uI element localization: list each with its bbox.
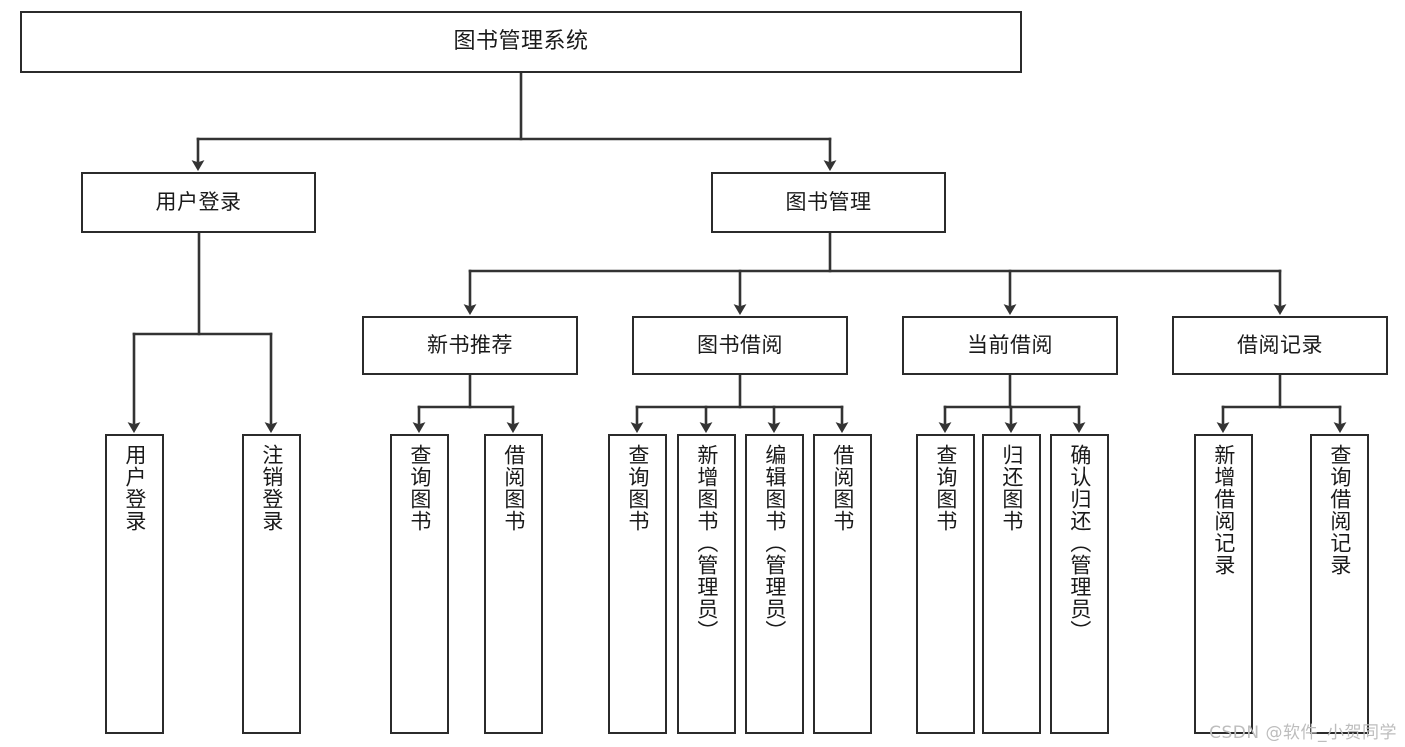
node-leaf-add-record-label: 新增借阅记录	[1211, 444, 1236, 576]
node-leaf-query-record[interactable]: 查询借阅记录	[1310, 434, 1369, 734]
node-leaf-logout-login-label: 注销登录	[259, 444, 284, 532]
node-root-label: 图书管理系统	[453, 29, 589, 55]
node-book-borrow-label: 图书借阅	[697, 333, 783, 358]
node-leaf-query-book-1[interactable]: 查询图书	[390, 434, 449, 734]
node-leaf-return-book-label: 归还图书	[999, 444, 1024, 532]
node-leaf-borrow-book-2[interactable]: 借阅图书	[813, 434, 872, 734]
node-leaf-add-book[interactable]: 新增图书（管理员）	[677, 434, 736, 734]
node-current-borrow-label: 当前借阅	[967, 333, 1053, 358]
node-leaf-add-book-label: 新增图书（管理员）	[694, 444, 719, 642]
node-new-book-rec-label: 新书推荐	[427, 333, 513, 358]
node-book-manage-label: 图书管理	[785, 190, 872, 215]
node-leaf-borrow-book-1-label: 借阅图书	[501, 444, 526, 532]
node-current-borrow[interactable]: 当前借阅	[902, 316, 1118, 375]
node-new-book-rec[interactable]: 新书推荐	[362, 316, 578, 375]
node-leaf-user-login[interactable]: 用户登录	[105, 434, 164, 734]
node-book-borrow[interactable]: 图书借阅	[632, 316, 848, 375]
node-leaf-query-book-2-label: 查询图书	[625, 444, 650, 532]
node-leaf-borrow-book-2-label: 借阅图书	[830, 444, 855, 532]
node-leaf-query-book-2[interactable]: 查询图书	[608, 434, 667, 734]
node-user-login-label: 用户登录	[155, 190, 242, 215]
node-book-manage[interactable]: 图书管理	[711, 172, 946, 233]
node-leaf-edit-book[interactable]: 编辑图书（管理员）	[745, 434, 804, 734]
watermark: CSDN @软件_小贺同学	[1209, 723, 1397, 743]
node-leaf-user-login-label: 用户登录	[122, 444, 147, 532]
node-leaf-return-book[interactable]: 归还图书	[982, 434, 1041, 734]
node-leaf-borrow-book-1[interactable]: 借阅图书	[484, 434, 543, 734]
node-leaf-query-book-3[interactable]: 查询图书	[916, 434, 975, 734]
node-root[interactable]: 图书管理系统	[20, 11, 1022, 73]
node-leaf-query-record-label: 查询借阅记录	[1327, 444, 1352, 576]
node-leaf-confirm-return-label: 确认归还（管理员）	[1067, 444, 1092, 642]
node-leaf-confirm-return[interactable]: 确认归还（管理员）	[1050, 434, 1109, 734]
node-leaf-edit-book-label: 编辑图书（管理员）	[762, 444, 787, 642]
node-borrow-record[interactable]: 借阅记录	[1172, 316, 1388, 375]
node-leaf-query-book-1-label: 查询图书	[407, 444, 432, 532]
node-leaf-query-book-3-label: 查询图书	[933, 444, 958, 532]
node-borrow-record-label: 借阅记录	[1237, 333, 1323, 358]
node-leaf-add-record[interactable]: 新增借阅记录	[1194, 434, 1253, 734]
node-leaf-logout-login[interactable]: 注销登录	[242, 434, 301, 734]
node-user-login[interactable]: 用户登录	[81, 172, 316, 233]
